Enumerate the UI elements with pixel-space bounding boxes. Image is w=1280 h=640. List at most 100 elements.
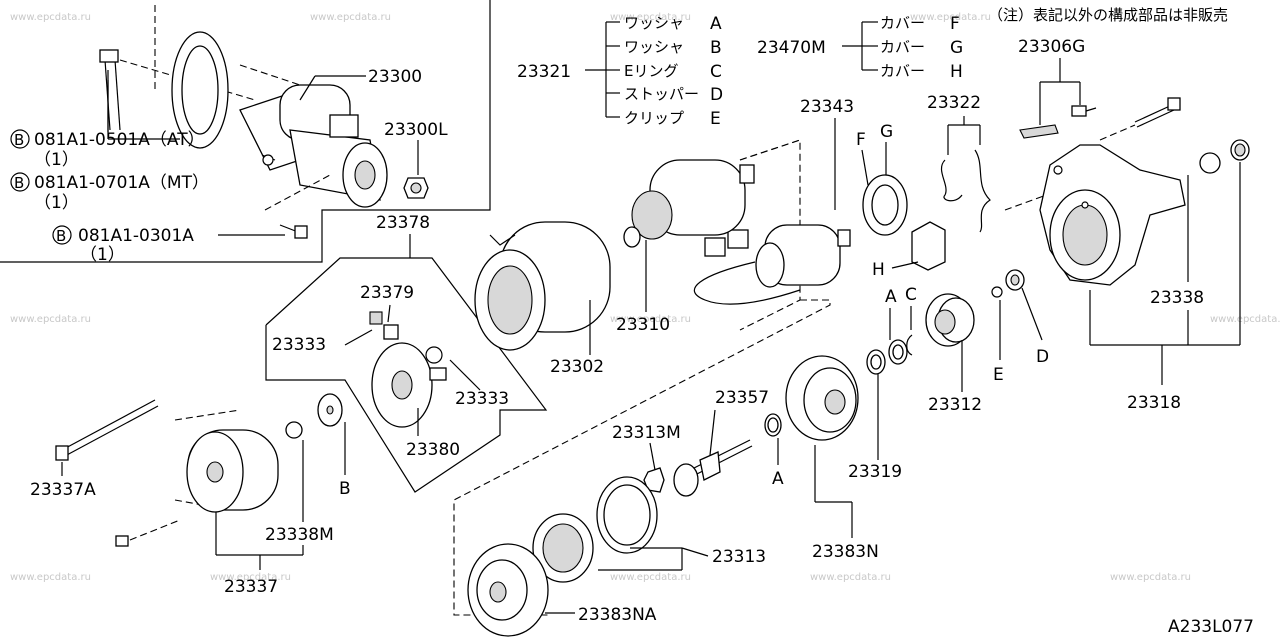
callout-23318: 23318 — [1127, 393, 1181, 413]
callout-23302: 23302 — [550, 357, 604, 377]
callout-23322: 23322 — [927, 93, 981, 113]
kit-item-letter: G — [950, 38, 963, 58]
badge-b: B — [14, 174, 24, 192]
bushing-icon — [285, 421, 303, 439]
bolt-callout-1: B 081A1-0501A（AT） （1） — [10, 80, 205, 170]
callout-23319: 23319 — [848, 462, 902, 482]
callout-23333: 23333 — [272, 335, 326, 355]
kit-item-name: クリップ — [624, 109, 684, 127]
inset-frame — [0, 0, 491, 263]
callout-23337: 23337 — [224, 577, 278, 597]
letter-a: A — [772, 469, 784, 489]
callout-23380: 23380 — [406, 440, 460, 460]
callout-23470M: 23470M — [757, 38, 826, 58]
letter-a: A — [885, 287, 897, 307]
bolt-icon — [1134, 97, 1181, 128]
callout-23383N: 23383N — [812, 542, 879, 562]
callout-23313: 23313 — [712, 547, 766, 567]
clutch-drawing — [532, 476, 658, 583]
screw-icon — [115, 519, 181, 547]
bolt-quantity: （1） — [34, 193, 79, 213]
callout-23321: 23321 — [517, 62, 571, 82]
badge-b: B — [56, 227, 66, 245]
gear-icon — [643, 467, 665, 493]
callout-23378: 23378 — [376, 213, 430, 233]
badge-b: B — [14, 131, 24, 149]
gear-case-n-drawing — [785, 355, 859, 441]
watermark-text: www.epcdata.ru — [610, 314, 691, 325]
watermark-text: www.epcdata.ru — [210, 572, 291, 583]
nut-icon — [403, 177, 429, 199]
callout-23338: 23338 — [1150, 288, 1204, 308]
bearing-icon — [866, 339, 908, 375]
watermark-text: www.epcdata.ru — [10, 12, 91, 23]
kit-23321: 23321 ワッシャ A ワッシャ B Eリング C ストッパー D クリップ … — [517, 14, 723, 129]
watermark-text: www.epcdata.ru — [1110, 572, 1191, 583]
watermark-text: www.epcdata.ru — [1210, 314, 1280, 325]
note-text: （注）表記以外の構成部品は非販売 — [988, 6, 1228, 24]
bolt-icon — [99, 49, 121, 132]
watermark-text: www.epcdata.ru — [610, 572, 691, 583]
kit-item-name: Eリング — [624, 62, 678, 80]
bolt-icon — [264, 174, 331, 239]
through-bolt-icon — [55, 399, 159, 461]
washer-icon — [317, 393, 343, 427]
kit-23470M: 23470M カバー F カバー G カバー H — [757, 14, 963, 82]
watermark-text: www.epcdata.ru — [910, 12, 991, 23]
cover-f-icon — [862, 174, 908, 236]
gear-case-drawing — [467, 543, 549, 637]
group-outline — [265, 257, 548, 493]
callout-23337A: 23337A — [30, 480, 96, 500]
letter-b: B — [339, 479, 351, 499]
bolt-part-number: 081A1-0701A（MT） — [34, 173, 209, 193]
letter-f: F — [856, 130, 866, 150]
bolt-callout-2: B 081A1-0701A（MT） （1） — [10, 172, 209, 213]
bolt-callout-3: B 081A1-0301A （1） — [52, 225, 285, 265]
callout-23338M: 23338M — [265, 525, 334, 545]
stopper-icon — [1005, 269, 1025, 291]
clip-icon — [940, 149, 991, 233]
yoke-drawing — [474, 221, 611, 351]
watermark-text: www.epcdata.ru — [810, 572, 891, 583]
callout-23306G: 23306G — [1018, 37, 1085, 57]
brush-holder-plate — [371, 342, 447, 428]
watermark-text: www.epcdata.ru — [10, 572, 91, 583]
end-frame-drawing — [174, 409, 279, 513]
letter-h: H — [872, 260, 885, 280]
pinion-shaft-icon — [673, 439, 753, 497]
cover-h-icon — [911, 221, 946, 271]
clip-ring-icon — [991, 286, 1003, 298]
kit-item-name: ワッシャ — [624, 38, 684, 56]
callout-23312: 23312 — [928, 395, 982, 415]
watermark-text: www.epcdata.ru — [10, 314, 91, 325]
callout-23379: 23379 — [360, 283, 414, 303]
kit-item-letter: H — [950, 62, 963, 82]
kit-item-letter: F — [950, 14, 960, 34]
letter-e: E — [993, 365, 1004, 385]
kit-item-letter: D — [710, 85, 723, 105]
kit-item-name: カバー — [880, 14, 925, 32]
watermarks: www.epcdata.ru www.epcdata.ru www.epcdat… — [10, 12, 1280, 583]
armature-drawing — [623, 139, 801, 248]
letter-d: D — [1036, 347, 1049, 367]
kit-item-name: カバー — [880, 62, 925, 80]
bolt-part-number: 081A1-0501A（AT） — [34, 130, 205, 150]
callout-23300: 23300 — [368, 67, 422, 87]
bolt-quantity: （1） — [80, 245, 125, 265]
bolt-part-number: 081A1-0301A — [78, 226, 194, 246]
callout-23343: 23343 — [800, 97, 854, 117]
housing-drawing — [1039, 144, 1186, 286]
bolt-quantity: （1） — [34, 150, 79, 170]
brush-spring-icon — [1019, 124, 1059, 139]
kit-item-name: カバー — [880, 38, 925, 56]
callout-23310: 23310 — [616, 315, 670, 335]
letter-c: C — [905, 285, 917, 305]
kit-item-letter: A — [710, 14, 722, 34]
kit-item-letter: C — [710, 62, 722, 82]
watermark-text: www.epcdata.ru — [310, 12, 391, 23]
pinion-drawing — [925, 293, 975, 347]
kit-item-letter: E — [710, 109, 721, 129]
letter-g: G — [880, 122, 893, 142]
kit-item-name: ワッシャ — [624, 14, 684, 32]
washer-icon — [764, 413, 782, 437]
